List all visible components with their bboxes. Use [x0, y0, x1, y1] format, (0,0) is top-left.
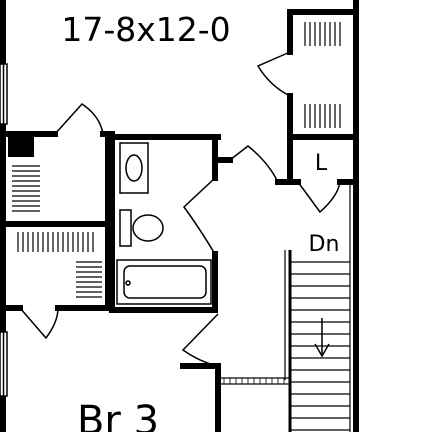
- stair-arrow-head: [314, 343, 330, 358]
- toilet-tank: [119, 209, 132, 247]
- walls: [0, 0, 359, 432]
- linen-closet-label: L: [315, 151, 328, 176]
- toilet-bowl: [132, 214, 164, 242]
- room-dimensions-label: 17-8x12-0: [61, 10, 230, 49]
- bedroom-3-label: Br 3: [77, 398, 159, 432]
- stairs: [219, 182, 351, 432]
- windows: [0, 63, 8, 397]
- closet-rod-left-lower: [76, 261, 102, 298]
- closet-rod-left-upper: [12, 165, 40, 212]
- tub-inner: [123, 265, 207, 299]
- sink-counter: [119, 142, 149, 194]
- bathroom-fixtures: [116, 142, 212, 305]
- closet-rod-left-middle: [17, 232, 94, 252]
- closet-rod-top-right-lower: [304, 104, 341, 128]
- stair-direction-label: Dn: [309, 232, 340, 257]
- closet-hatching: [8, 22, 341, 298]
- chimney-block: [8, 137, 34, 157]
- closet-rod-top-right-upper: [304, 22, 341, 46]
- stair-railing-horizontal: [219, 377, 291, 385]
- sink-basin: [125, 154, 143, 182]
- tub-outer: [116, 259, 212, 305]
- stair-treads: [290, 261, 350, 431]
- doors: [19, 51, 341, 367]
